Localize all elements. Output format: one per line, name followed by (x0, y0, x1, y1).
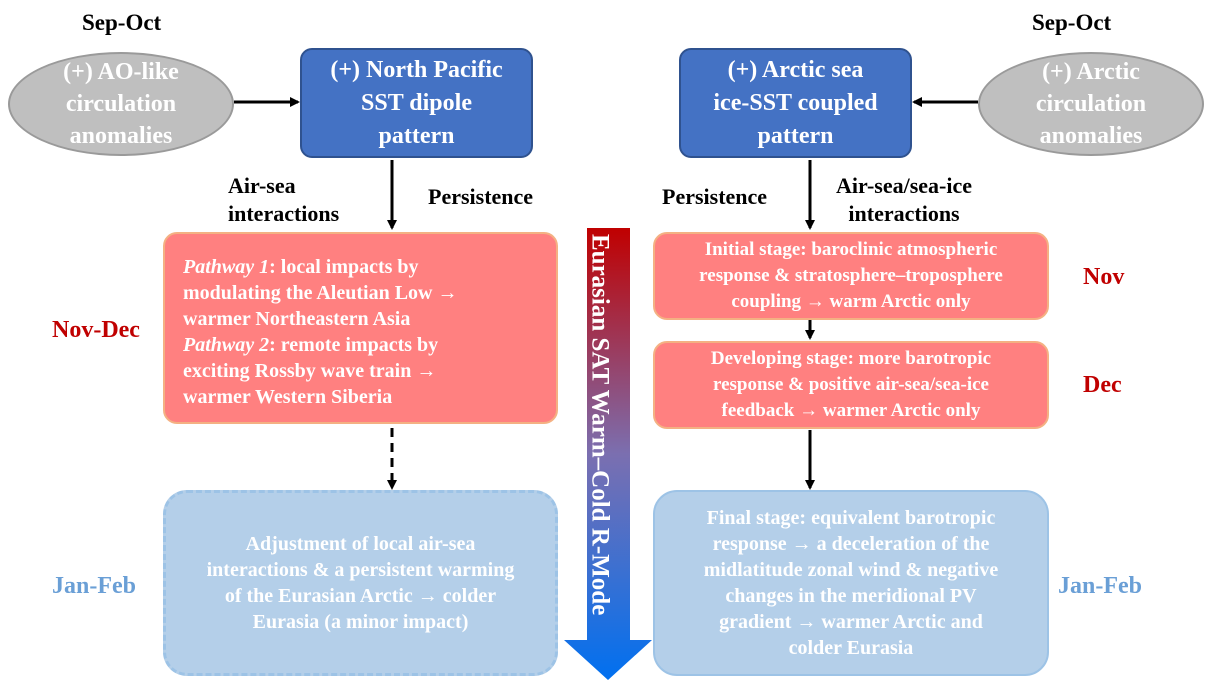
month-jan-feb-right: Jan-Feb (1058, 573, 1142, 599)
pathway-2-text: : remote impacts by exciting Rossby wave… (183, 334, 439, 408)
ao-circulation-text: (+) AO-like circulation anomalies (63, 59, 179, 149)
pathway-2-title: Pathway 2 (183, 334, 270, 356)
adjustment-box: Adjustment of local air-sea interactions… (163, 490, 558, 676)
arctic-circulation-ellipse: (+) Arctic circulation anomalies (978, 52, 1204, 156)
developing-stage-text: Developing stage: more barotropic respon… (710, 348, 992, 421)
arctic-circulation-text: (+) Arctic circulation anomalies (1035, 59, 1147, 149)
initial-stage-text: Initial stage: baroclinic atmospheric re… (699, 239, 1003, 312)
pathway-1-text: : local impacts by modulating the Aleuti… (183, 256, 458, 330)
sep-oct-left-label: Sep-Oct (82, 10, 162, 35)
month-nov-dec: Nov-Dec (52, 317, 140, 343)
rmode-arrow-label: Eurasian SAT Warm–Cold R-Mode (586, 234, 613, 615)
adjustment-text: Adjustment of local air-sea interactions… (206, 533, 515, 633)
developing-stage-box: Developing stage: more barotropic respon… (653, 341, 1049, 429)
pathway-1: Pathway 1: local impacts by modulating t… (183, 254, 556, 332)
month-dec: Dec (1083, 372, 1122, 398)
north-pacific-sst-text: (+) North Pacific SST dipole pattern (330, 56, 503, 149)
air-sea-interactions-label: Air-sea interactions (228, 173, 340, 226)
air-sea-sea-ice-label: Air-sea/sea-ice interactions (836, 173, 973, 226)
north-pacific-sst-box: (+) North Pacific SST dipole pattern (300, 48, 533, 158)
sep-oct-right-label: Sep-Oct (1032, 10, 1112, 35)
persistence-right-label: Persistence (662, 184, 768, 209)
pathway-1-title: Pathway 1 (183, 256, 270, 278)
initial-stage-box: Initial stage: baroclinic atmospheric re… (653, 232, 1049, 320)
final-stage-text: Final stage: equivalent barotropic respo… (703, 507, 999, 659)
persistence-left-label: Persistence (428, 184, 534, 209)
ao-circulation-ellipse: (+) AO-like circulation anomalies (8, 52, 234, 156)
pathway-2: Pathway 2: remote impacts by exciting Ro… (183, 332, 556, 410)
month-nov: Nov (1083, 264, 1125, 290)
final-stage-box: Final stage: equivalent barotropic respo… (653, 490, 1049, 676)
arctic-sea-ice-box: (+) Arctic sea ice-SST coupled pattern (679, 48, 912, 158)
pathways-box: Pathway 1: local impacts by modulating t… (163, 232, 558, 424)
rmode-arrow (564, 228, 652, 680)
month-jan-feb-left: Jan-Feb (52, 573, 136, 599)
arctic-sea-ice-text: (+) Arctic sea ice-SST coupled pattern (713, 56, 878, 149)
